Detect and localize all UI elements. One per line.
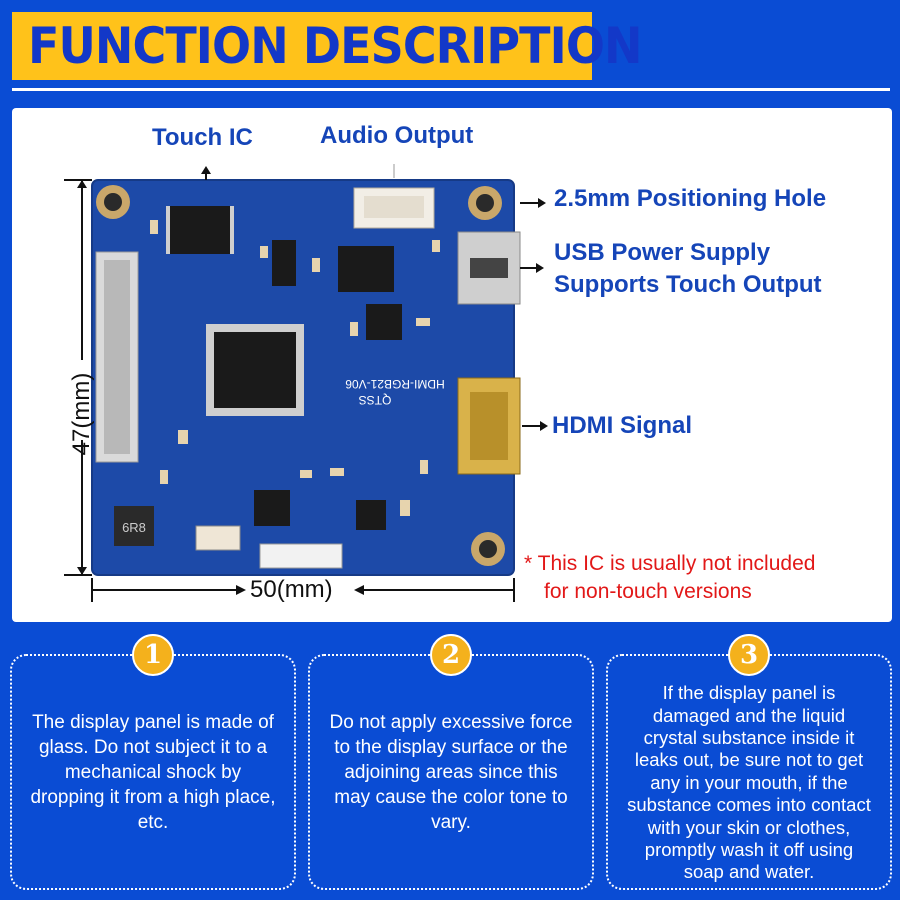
silkscreen-label: HDMI-RGB21-V06 bbox=[345, 377, 445, 391]
caution-card-1: The display panel is made of glass. Do n… bbox=[10, 654, 296, 890]
positioning-hole-label: 2.5mm Positioning Hole bbox=[554, 185, 827, 212]
usb-connector bbox=[457, 231, 521, 305]
page-title: FUNCTION DESCRIPTION bbox=[28, 17, 643, 75]
audio-connector bbox=[353, 187, 435, 229]
badge-3: 3 bbox=[728, 634, 770, 676]
title-divider bbox=[12, 88, 890, 91]
caution-text-1: The display panel is made of glass. Do n… bbox=[30, 711, 276, 833]
hdmi-connector bbox=[457, 377, 521, 475]
title-banner: FUNCTION DESCRIPTION bbox=[12, 12, 643, 80]
touch-ic-label: Touch IC bbox=[152, 124, 253, 151]
positioning-hole-top-left-icon bbox=[96, 185, 130, 219]
usb-label-line1: USB Power Supply bbox=[554, 239, 771, 266]
caution-card-3: If the display panel is damaged and the … bbox=[606, 654, 892, 890]
positioning-hole-bottom-right-icon bbox=[471, 532, 505, 566]
caution-text-3: If the display panel is damaged and the … bbox=[627, 682, 871, 883]
touch-ic-chip bbox=[166, 206, 234, 254]
badge-1: 1 bbox=[132, 634, 174, 676]
audio-output-label: Audio Output bbox=[320, 122, 474, 149]
note-line2: for non-touch versions bbox=[544, 580, 752, 603]
width-dimension: 50(mm) bbox=[250, 576, 333, 603]
inductor: 6R8 bbox=[114, 506, 154, 546]
push-button bbox=[195, 525, 241, 551]
caution-card-2: Do not apply excessive force to the disp… bbox=[308, 654, 594, 890]
note-line1: * This IC is usually not included bbox=[524, 552, 816, 575]
caution-text-2: Do not apply excessive force to the disp… bbox=[329, 711, 573, 833]
silkscreen-label-2: QTSS bbox=[359, 393, 392, 407]
height-dimension: 47(mm) bbox=[68, 372, 95, 456]
chip-small-3 bbox=[254, 490, 290, 526]
badge-2: 2 bbox=[430, 634, 472, 676]
chip-small-4 bbox=[356, 500, 386, 530]
bottom-connector bbox=[259, 543, 343, 569]
chip-small-5 bbox=[272, 240, 296, 286]
main-processor-chip bbox=[206, 324, 304, 416]
fpc-connector bbox=[95, 251, 139, 463]
chip-small-2 bbox=[366, 304, 402, 340]
hdmi-label: HDMI Signal bbox=[552, 412, 693, 439]
chip-small-1 bbox=[338, 246, 394, 292]
inductor-mark: 6R8 bbox=[122, 520, 146, 535]
usb-label-line2: Supports Touch Output bbox=[554, 271, 822, 298]
positioning-hole-top-right-icon bbox=[468, 186, 502, 220]
